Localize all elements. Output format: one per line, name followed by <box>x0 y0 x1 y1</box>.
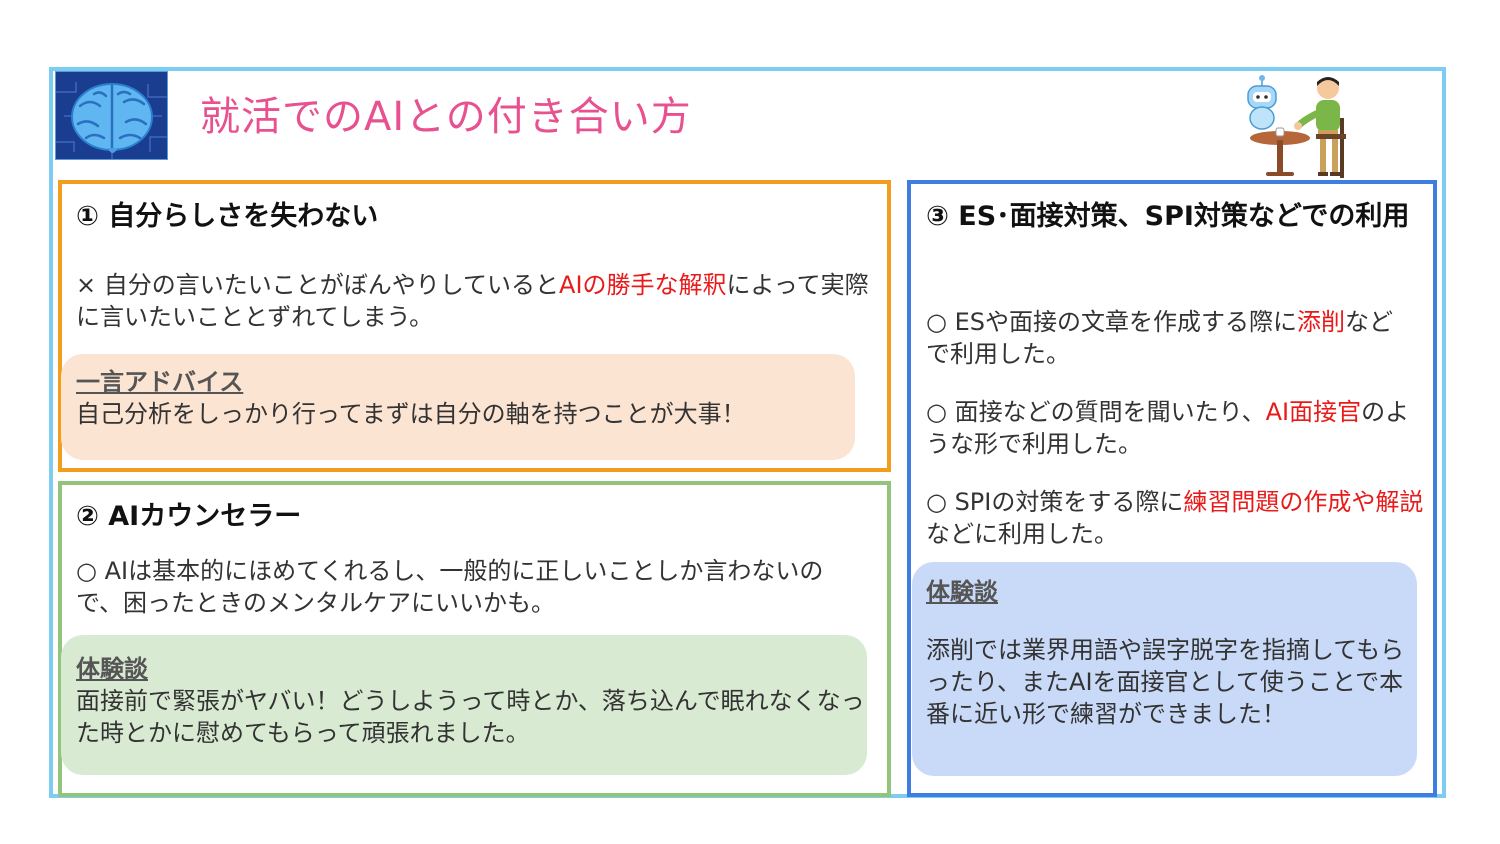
experience-panel-2-title: 体験談 <box>76 655 148 683</box>
experience-panel-3-title: 体験談 <box>926 578 998 606</box>
section-3-item-1: ○ ESや面接の文章を作成する際に添削などで利用した。 <box>926 308 1393 368</box>
section-1-box <box>58 180 891 472</box>
section-1-heading: ① 自分らしさを失わない <box>76 201 379 232</box>
highlight-text: 練習問題の作成や解説 <box>1183 488 1424 516</box>
highlight-text: AIの勝手な解釈 <box>559 271 727 299</box>
advice-panel <box>61 354 855 460</box>
robot-and-person-illustration <box>1242 74 1352 182</box>
section-2-heading: ② AIカウンセラー <box>76 501 302 532</box>
section-3-box <box>907 180 1437 797</box>
brain-circuit-icon <box>55 71 168 160</box>
section-3-item-3: ○ SPIの対策をする際に練習問題の作成や解説などに利用した。 <box>926 488 1424 548</box>
experience-panel-3-text: 添削では業界用語や誤字脱字を指摘してもらったり、またAIを面接官として使うことで… <box>926 636 1405 728</box>
section-3-heading: ③ ES･面接対策、SPI対策などでの利用 <box>926 201 1410 232</box>
section-2-box <box>58 481 891 797</box>
highlight-text: 添削 <box>1296 308 1345 336</box>
section-1-text: × 自分の言いたいことがぼんやりしているとAIの勝手な解釈によって実際に言いたい… <box>76 271 869 331</box>
section-3-item-2: ○ 面接などの質問を聞いたり、AI面接官のような形で利用した。 <box>926 398 1410 458</box>
highlight-text: AI面接官 <box>1265 398 1362 426</box>
section-2-text: ○ AIは基本的にほめてくれるし、一般的に正しいことしか言わないので、困ったとき… <box>76 557 824 617</box>
page-title: 就活でのAIとの付き合い方 <box>200 94 692 140</box>
experience-panel-2 <box>61 635 867 775</box>
advice-panel-title: 一言アドバイス <box>76 368 244 396</box>
experience-panel-3 <box>912 562 1417 776</box>
advice-panel-text: 自己分析をしっかり行ってまずは自分の軸を持つことが大事！ <box>76 400 746 428</box>
experience-panel-2-text: 面接前で緊張がヤバい！どうしようって時とか、落ち込んで眠れなくなった時とかに慰め… <box>76 687 865 747</box>
